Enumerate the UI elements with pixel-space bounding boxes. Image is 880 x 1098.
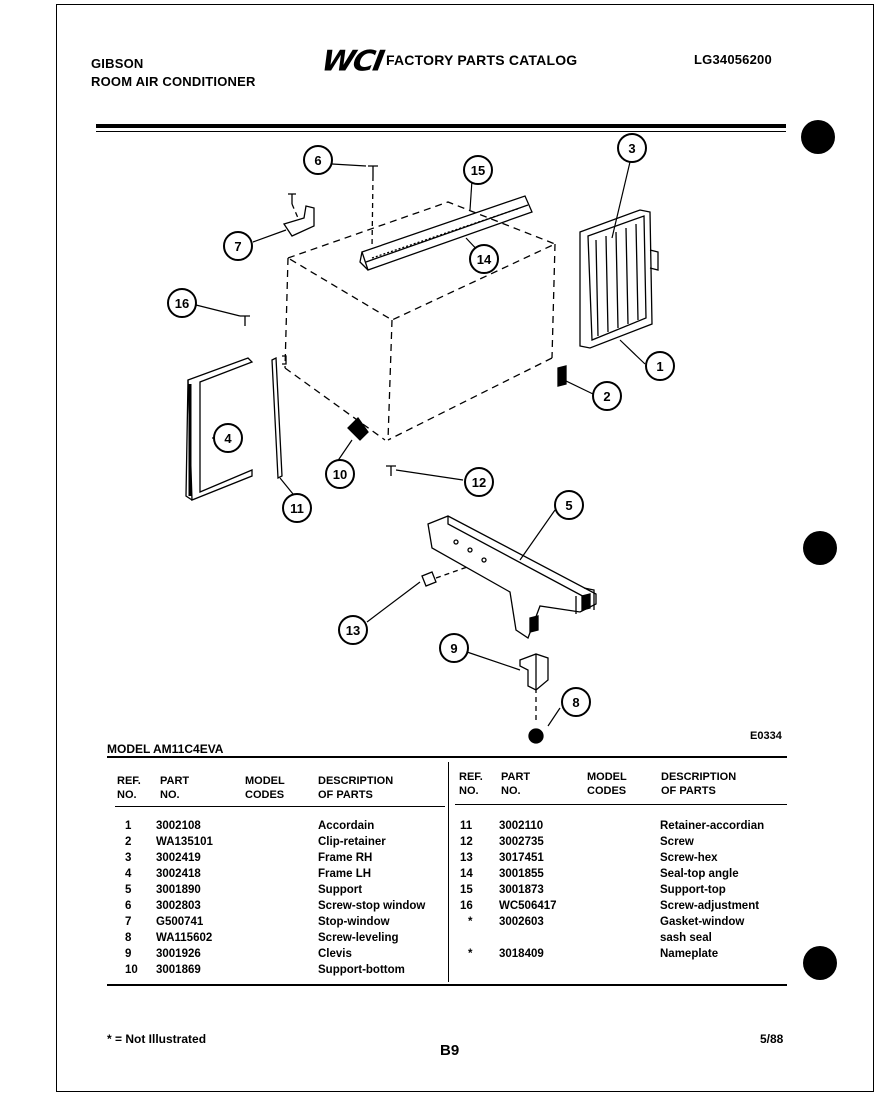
catalog-title: FACTORY PARTS CATALOG (386, 52, 578, 68)
callout-11: 11 (282, 493, 312, 523)
svg-text:1: 1 (656, 359, 663, 374)
exploded-parts-diagram: 6 15 3 7 14 16 1 2 4 10 12 11 5 13 9 8 (167, 133, 675, 744)
callout-3: 3 (617, 133, 647, 163)
header-underline (455, 804, 787, 805)
svg-text:11: 11 (290, 501, 304, 516)
svg-text:5: 5 (565, 498, 572, 513)
header-ref: REF.NO. (117, 775, 141, 801)
callout-8: 8 (561, 687, 591, 717)
header-ref: REF.NO. (459, 771, 483, 797)
product-name: ROOM AIR CONDITIONER (91, 74, 256, 89)
support-bottom-part (347, 416, 369, 441)
callout-14: 14 (469, 244, 499, 274)
revision-date: 5/88 (760, 1032, 784, 1046)
svg-text:7: 7 (234, 239, 241, 254)
header-underline (115, 806, 445, 807)
page-number: B9 (440, 1042, 460, 1059)
support-top-part (359, 195, 533, 271)
binder-hole (801, 120, 835, 154)
callout-4: 4 (213, 423, 243, 453)
callout-5: 5 (554, 490, 584, 520)
callout-15: 15 (463, 155, 493, 185)
svg-text:14: 14 (477, 252, 492, 267)
svg-text:10: 10 (333, 467, 347, 482)
figure-code: E0334 (750, 730, 782, 742)
svg-text:4: 4 (224, 431, 232, 446)
callout-7: 7 (223, 231, 253, 261)
svg-text:2: 2 (603, 389, 610, 404)
retainer-part (271, 355, 287, 480)
catalog-code: LG34056200 (694, 52, 772, 67)
model-number: MODEL AM11C4EVA (107, 742, 224, 756)
binder-hole (803, 946, 837, 980)
seal-top-part (371, 207, 521, 259)
frame-rh-part (579, 209, 659, 349)
callout-2: 2 (592, 381, 622, 411)
svg-text:16: 16 (175, 296, 189, 311)
svg-text:9: 9 (450, 641, 457, 656)
svg-text:6: 6 (314, 153, 321, 168)
page-border (56, 4, 874, 1092)
callouts: 6 15 3 7 14 16 1 2 4 10 12 11 5 13 9 8 (167, 133, 675, 717)
callout-10: 10 (325, 459, 355, 489)
header-rule (96, 124, 786, 128)
table-top-rule (107, 756, 787, 758)
binder-hole (803, 531, 837, 565)
svg-text:13: 13 (346, 623, 360, 638)
callout-6: 6 (303, 145, 333, 175)
table-divider (448, 762, 449, 982)
brand-name: GIBSON (91, 56, 144, 71)
callout-9: 9 (439, 633, 469, 663)
leveling-screw-part (528, 728, 544, 744)
svg-text:8: 8 (572, 695, 579, 710)
clip-part (557, 365, 567, 387)
svg-text:15: 15 (471, 163, 485, 178)
callout-12: 12 (464, 467, 494, 497)
svg-text:12: 12 (472, 475, 486, 490)
svg-text:3: 3 (628, 141, 635, 156)
table-bottom-rule (107, 984, 787, 986)
clevis-part (519, 653, 549, 691)
frame-lh-part (185, 357, 254, 501)
stop-window-part (282, 205, 315, 237)
header-rule-thin (96, 131, 786, 132)
screws (240, 165, 437, 587)
callout-1: 1 (645, 351, 675, 381)
support-part (427, 515, 597, 639)
not-illustrated-note: * = Not Illustrated (107, 1032, 207, 1046)
callout-16: 16 (167, 288, 197, 318)
cabinet-outline (284, 201, 557, 441)
callout-13: 13 (338, 615, 368, 645)
